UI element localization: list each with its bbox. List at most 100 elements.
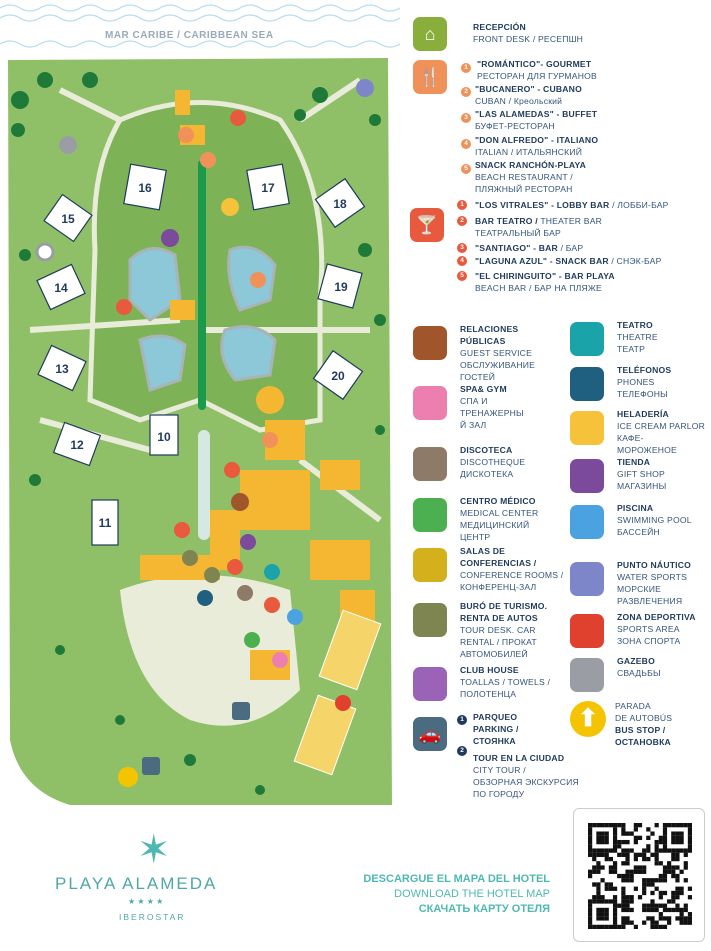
qr-module bbox=[625, 848, 630, 853]
qr-module bbox=[667, 907, 672, 913]
towels-icon bbox=[413, 667, 447, 701]
legend-sub: WATER SPORTS bbox=[617, 572, 688, 582]
qr-module bbox=[637, 835, 643, 841]
bar-number: 3 bbox=[457, 243, 467, 253]
restaurant-sub: ПЛЯЖНЫЙ РЕСТОРАН bbox=[475, 184, 573, 194]
qr-module bbox=[671, 848, 676, 853]
tennis-racket-icon bbox=[570, 614, 604, 648]
legend-sub: PHONES bbox=[617, 377, 655, 387]
building-13: 13 bbox=[55, 362, 69, 376]
qr-module bbox=[642, 848, 647, 853]
qr-module bbox=[600, 899, 605, 904]
qr-module bbox=[675, 903, 680, 908]
qr-module bbox=[679, 920, 684, 925]
qr-module bbox=[662, 878, 668, 883]
qr-module bbox=[621, 873, 626, 879]
qr-module bbox=[671, 835, 676, 841]
bar-title: "SANTIAGO" - BAR bbox=[475, 243, 558, 253]
qr-module bbox=[629, 920, 634, 925]
qr-module bbox=[675, 890, 680, 896]
qr-module bbox=[588, 827, 593, 832]
bar-number: 4 bbox=[457, 256, 467, 266]
qr-module bbox=[612, 839, 618, 845]
qr-module bbox=[629, 873, 634, 879]
disco-icon bbox=[413, 447, 447, 481]
qr-module bbox=[671, 856, 676, 862]
qr-module bbox=[662, 916, 668, 921]
bus-label: PARADA bbox=[615, 701, 651, 711]
qr-module bbox=[608, 899, 613, 904]
qr-module bbox=[679, 848, 684, 853]
brand-stars: ★ ★ ★ ★ bbox=[128, 897, 164, 906]
qr-module bbox=[621, 924, 626, 930]
qr-module bbox=[596, 895, 601, 900]
qr-module bbox=[600, 823, 605, 828]
qr-module bbox=[658, 835, 663, 841]
qr-module bbox=[683, 878, 688, 883]
qr-module bbox=[596, 831, 601, 836]
qr-module bbox=[588, 835, 593, 841]
qr-module bbox=[654, 852, 659, 857]
legend-sub: МАГАЗИНЫ bbox=[617, 481, 667, 491]
qr-module bbox=[621, 878, 626, 883]
qr-module bbox=[596, 823, 601, 828]
qr-module bbox=[646, 835, 651, 841]
qr-module bbox=[642, 920, 647, 925]
qr-module bbox=[633, 852, 638, 857]
qr-module bbox=[650, 882, 655, 887]
qr-code[interactable] bbox=[573, 808, 705, 942]
qr-module bbox=[646, 903, 651, 908]
parking-number: 1 bbox=[457, 715, 467, 725]
qr-module bbox=[658, 861, 663, 866]
legend-sub: КОНФЕРЕНЦ-ЗАЛ bbox=[460, 582, 537, 592]
qr-module bbox=[675, 852, 680, 857]
qr-module bbox=[687, 848, 693, 853]
qr-module bbox=[679, 916, 684, 921]
qr-module bbox=[588, 924, 593, 930]
qr-module bbox=[646, 916, 651, 921]
qr-module bbox=[683, 907, 688, 913]
qr-module bbox=[604, 831, 609, 836]
legend-title: GAZEBO bbox=[617, 656, 655, 666]
qr-module bbox=[600, 852, 605, 857]
building-15: 15 bbox=[61, 212, 75, 226]
legend-sub: ТЕЛЕФОНЫ bbox=[617, 389, 668, 399]
rings-icon bbox=[570, 658, 604, 692]
download-es: DESCARGUE EL MAPA DEL HOTEL bbox=[363, 873, 550, 885]
qr-module bbox=[596, 912, 601, 917]
qr-module bbox=[675, 848, 680, 853]
flower-spa-icon bbox=[413, 386, 447, 420]
qr-module bbox=[637, 869, 643, 874]
restaurant-sub: CUBAN / Креольский bbox=[475, 96, 563, 106]
qr-module bbox=[600, 916, 605, 921]
qr-module bbox=[675, 895, 680, 900]
map-markers[interactable] bbox=[35, 79, 374, 787]
bus-stop-arrow-icon: ⬆ bbox=[570, 701, 606, 737]
qr-module bbox=[662, 835, 668, 841]
qr-module bbox=[625, 895, 630, 900]
qr-module bbox=[612, 899, 618, 904]
qr-module bbox=[625, 878, 630, 883]
legend-sub: СПА И bbox=[460, 396, 488, 406]
qr-module bbox=[675, 907, 680, 913]
qr-module bbox=[658, 895, 663, 900]
legend-title: BURÓ DE TURISMO. bbox=[460, 601, 548, 611]
qr-module bbox=[683, 865, 688, 870]
qr-module bbox=[588, 852, 593, 857]
qr-module bbox=[588, 848, 593, 853]
qr-module bbox=[604, 882, 609, 887]
qr-module bbox=[687, 844, 693, 849]
qr-module bbox=[662, 890, 668, 896]
qr-module bbox=[596, 899, 601, 904]
qr-module bbox=[621, 907, 626, 913]
qr-module bbox=[650, 920, 655, 925]
qr-module bbox=[671, 831, 676, 836]
qr-module bbox=[629, 831, 634, 836]
shopping-bag-icon bbox=[570, 459, 604, 493]
qr-module bbox=[596, 907, 601, 913]
qr-module bbox=[654, 903, 659, 908]
qr-module bbox=[604, 912, 609, 917]
legend-sub: КАФЕ- bbox=[617, 433, 644, 443]
restaurant-number: 1 bbox=[461, 63, 471, 73]
qr-module bbox=[642, 856, 647, 862]
